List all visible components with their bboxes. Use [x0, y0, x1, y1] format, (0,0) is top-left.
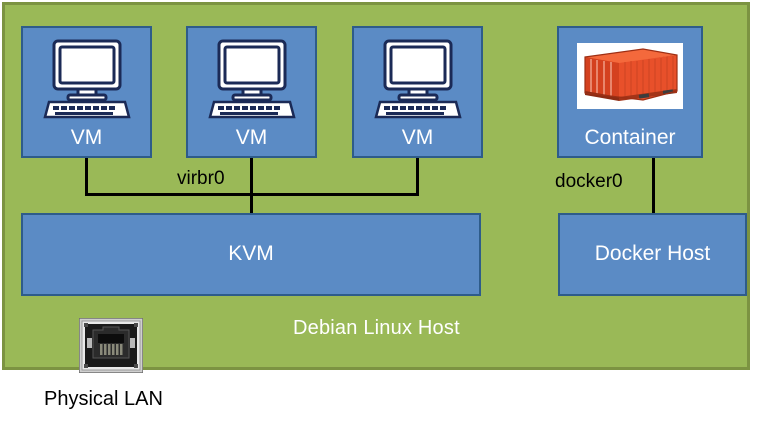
virbr0-link-vm2: [250, 158, 253, 213]
rj45-ethernet-port-icon: [78, 317, 144, 374]
desktop-computer-icon: [206, 38, 298, 120]
docker0-link-line: [652, 158, 655, 213]
container-box-label: Container: [584, 126, 676, 149]
virbr0-link-vm3: [416, 158, 419, 196]
vm-box-2-label: VM: [235, 126, 268, 149]
physical-lan-caption: Physical LAN: [44, 388, 163, 410]
docker0-label: docker0: [555, 171, 623, 192]
vm-box-1-label: VM: [70, 126, 103, 149]
debian-linux-host-box: VM: [2, 2, 750, 374]
vm-box-2[interactable]: VM: [186, 26, 317, 158]
docker-host-box-label: Docker Host: [594, 242, 711, 265]
kvm-box-label: KVM: [228, 242, 274, 265]
shipping-container-icon: [577, 43, 683, 109]
virbr0-link-vm1: [85, 158, 88, 196]
host-label: Debian Linux Host: [293, 317, 460, 339]
vm-box-1[interactable]: VM: [21, 26, 152, 158]
kvm-box[interactable]: KVM: [21, 213, 481, 296]
virbr0-label: virbr0: [177, 168, 225, 189]
container-box[interactable]: Container: [557, 26, 703, 158]
desktop-computer-icon: [41, 38, 133, 120]
vm-box-3[interactable]: VM: [352, 26, 483, 158]
virbr0-bus-line: [85, 193, 419, 196]
desktop-computer-icon: [372, 38, 464, 120]
vm-box-3-label: VM: [401, 126, 434, 149]
docker-host-box[interactable]: Docker Host: [558, 213, 747, 296]
